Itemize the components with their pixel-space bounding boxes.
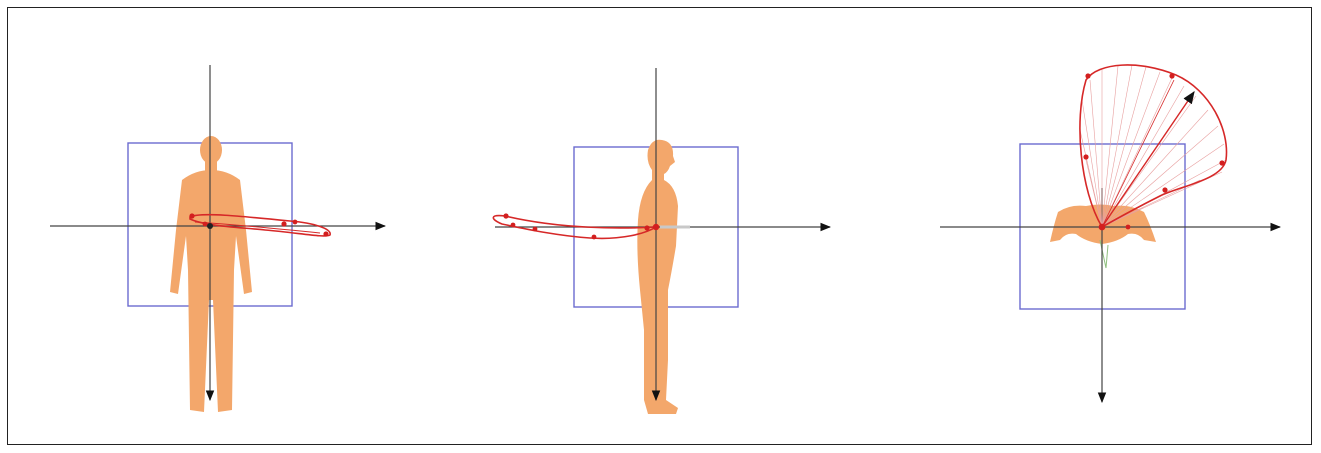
body-silhouette-front xyxy=(170,136,252,412)
motion-rays xyxy=(1080,65,1226,227)
secondary-vector xyxy=(1102,80,1174,227)
panel-sagittal xyxy=(493,68,830,414)
origin-point xyxy=(207,223,213,229)
body-silhouette-side xyxy=(637,140,678,414)
primary-vector xyxy=(1102,92,1194,227)
panel-transverse xyxy=(940,65,1280,402)
panel-frontal xyxy=(50,65,385,412)
